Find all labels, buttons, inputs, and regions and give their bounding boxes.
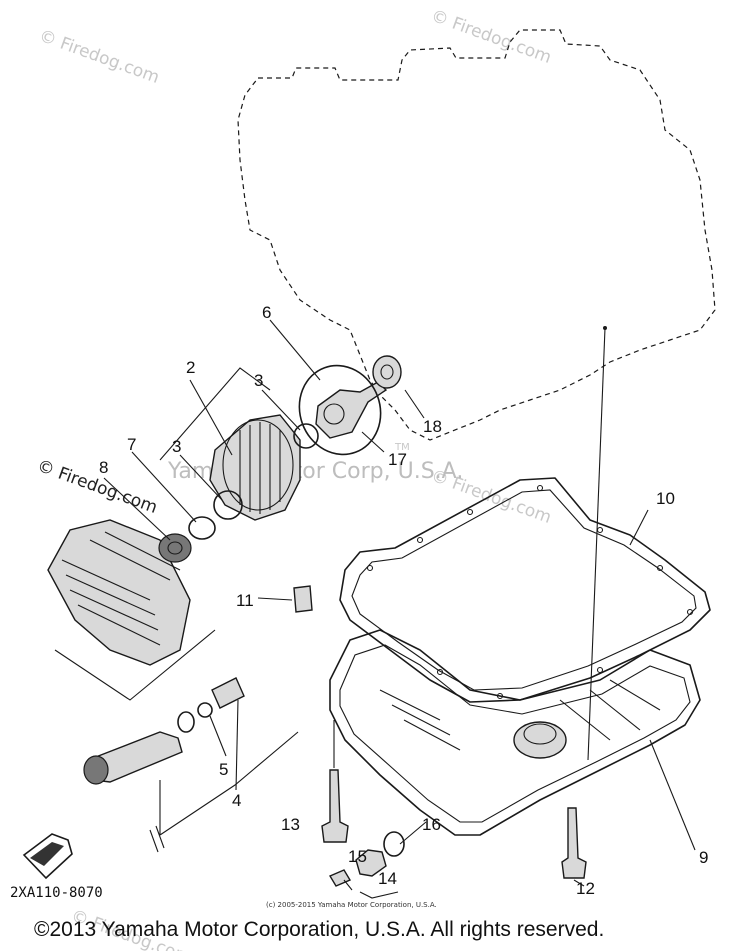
callout-8: 8: [99, 458, 108, 477]
callout-15: 15: [348, 847, 367, 866]
callout-17: 17: [388, 450, 407, 469]
guide-dot: [603, 326, 607, 330]
callout-4: 4: [232, 791, 241, 810]
callout-3: 3: [254, 371, 263, 390]
callout-16: 16: [422, 815, 441, 834]
small-copyright: (c) 2005-2015 Yamaha Motor Corporation, …: [266, 901, 437, 909]
valve-bracket: [159, 731, 299, 836]
union-bolt-head: [323, 403, 345, 425]
filter-bracket: [159, 367, 271, 461]
bolt-12: [561, 807, 587, 879]
drain-boss: [513, 721, 567, 759]
o-ring: [293, 423, 319, 449]
diagram-code: 2XA110-8070: [10, 885, 103, 901]
callout-9: 9: [699, 848, 708, 867]
valve-o-ring: [177, 711, 195, 733]
valve-spring: [211, 677, 245, 709]
callout-10: 10: [656, 489, 675, 508]
strainer-bracket: [54, 629, 216, 701]
watermark-site-dark: © Firedog.com: [34, 456, 160, 518]
o-ring: [213, 490, 243, 520]
callout-12: 12: [576, 879, 595, 898]
callout-13: 13: [281, 815, 300, 834]
watermark-site: © Firedog.com: [36, 26, 162, 88]
engine-outline: [237, 29, 716, 441]
watermark-site: © Firedog.com: [428, 6, 554, 68]
plug-leader: [257, 597, 293, 601]
oil-filter-rim: [222, 419, 294, 511]
oil-filter: [209, 414, 301, 521]
callout-18: 18: [423, 417, 442, 436]
oil-pan-gasket: [339, 477, 711, 703]
callout-11: 11: [236, 591, 254, 610]
oil-pan-gasket-inner: [351, 489, 697, 691]
spring-seat: [158, 533, 192, 563]
drain-plug: [355, 849, 387, 877]
gasket-bolt-holes: [366, 484, 694, 700]
guide-line: [587, 327, 606, 761]
washer-18-hole: [380, 364, 394, 380]
relief-valve-pin: [149, 825, 165, 853]
drain-boss-top: [523, 723, 557, 745]
front-arrow-icon: [22, 833, 73, 880]
valve-ball: [197, 702, 213, 718]
callout-2: 2: [186, 358, 195, 377]
spring-seat-hole: [167, 541, 183, 555]
relief-valve-cap: [83, 755, 109, 785]
drain-gasket: [383, 831, 405, 857]
leader-lines: [103, 319, 696, 891]
callout-3-lower: 3: [172, 437, 181, 456]
bolt-13: [321, 769, 349, 843]
oil-pan-flange: [339, 644, 691, 823]
oil-pan: [329, 629, 701, 836]
callout-5: 5: [219, 760, 228, 779]
callout-6: 6: [262, 303, 271, 322]
callout-7: 7: [127, 435, 136, 454]
drain-bracket: [359, 891, 399, 899]
plug: [293, 585, 313, 613]
large-o-ring: [298, 364, 382, 456]
oil-pan-ribs: [379, 679, 661, 751]
watermark-tm: TM: [394, 442, 410, 453]
washer: [188, 516, 216, 540]
oil-filter-pleats: [239, 422, 281, 514]
copyright-footer: ©2013 Yamaha Motor Corporation, U.S.A. A…: [34, 918, 605, 941]
callout-14: 14: [378, 869, 397, 888]
washer-18: [372, 355, 402, 389]
oil-strainer-fins: [61, 531, 181, 646]
